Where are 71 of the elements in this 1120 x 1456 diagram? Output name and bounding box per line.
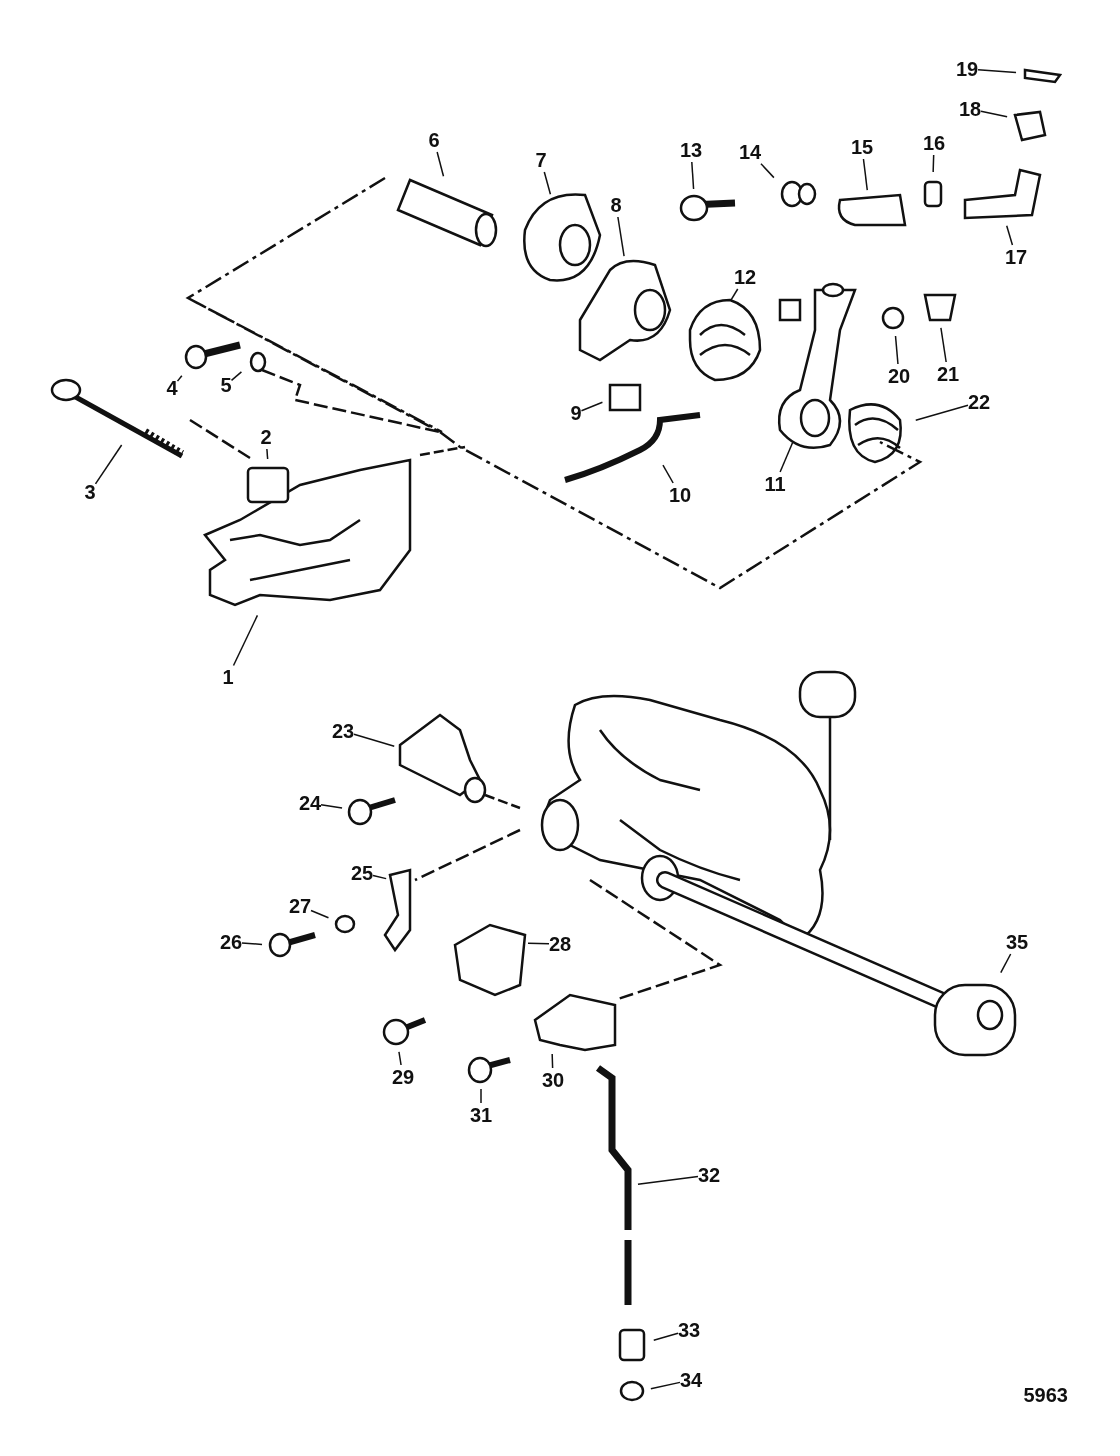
callout-number: 28 — [549, 932, 572, 956]
callout-number: 20 — [888, 364, 911, 388]
callout-number: 7 — [535, 148, 547, 172]
leader-line — [977, 69, 1017, 74]
callout-number: 29 — [392, 1065, 415, 1089]
callout-number: 3 — [84, 480, 96, 504]
leader-line — [932, 154, 935, 173]
callout-number: 19 — [956, 57, 979, 81]
leader-line — [1005, 225, 1014, 246]
callout-number: 14 — [739, 140, 762, 164]
callout-number: 31 — [470, 1103, 493, 1127]
callout-number: 21 — [937, 362, 960, 386]
leader-line — [662, 464, 674, 484]
callout-number: 23 — [332, 719, 355, 743]
leader-line — [94, 444, 123, 485]
leader-line — [862, 158, 868, 191]
callout-number: 1 — [222, 665, 234, 689]
callout-number: 8 — [610, 193, 622, 217]
leader-line — [779, 441, 794, 473]
leader-line — [310, 909, 330, 919]
callout-number: 4 — [166, 376, 178, 400]
callout-number: 9 — [570, 401, 582, 425]
callout-number: 5 — [220, 373, 232, 397]
callout-number: 17 — [1005, 245, 1028, 269]
leader-line — [372, 874, 387, 880]
leader-line — [650, 1381, 681, 1390]
leader-line — [266, 448, 269, 460]
callout-number: 32 — [698, 1163, 721, 1187]
leader-line — [637, 1175, 699, 1185]
leader-line — [480, 1088, 482, 1104]
callout-number: 18 — [959, 97, 982, 121]
callout-number: 30 — [542, 1068, 565, 1092]
callout-number: 26 — [220, 930, 243, 954]
leader-line — [760, 163, 775, 179]
leader-line — [527, 942, 550, 945]
leader-line — [1000, 953, 1012, 974]
callout-number: 11 — [764, 472, 786, 496]
leader-line — [980, 110, 1008, 118]
callout-number: 34 — [680, 1368, 703, 1392]
leader-line — [551, 1053, 554, 1069]
leader-line — [543, 171, 552, 195]
callout-number: 33 — [678, 1318, 701, 1342]
leader-line — [580, 401, 604, 412]
leader-line — [176, 374, 183, 382]
callout-number: 25 — [351, 861, 374, 885]
figure-number: 5963 — [1023, 1383, 1068, 1407]
leader-line — [232, 614, 259, 667]
callout-number: 13 — [680, 138, 703, 162]
leader-line — [398, 1051, 402, 1066]
callout-number: 22 — [968, 390, 991, 414]
callout-number: 35 — [1006, 930, 1029, 954]
callout-number: 16 — [923, 131, 946, 155]
leader-line — [691, 161, 695, 190]
callout-number: 6 — [428, 128, 440, 152]
callout-number: 15 — [851, 135, 874, 159]
leader-line — [241, 942, 263, 946]
leader-line — [653, 1332, 679, 1342]
callout-number: 24 — [299, 791, 322, 815]
leader-line — [436, 151, 445, 177]
leader-line — [940, 327, 947, 363]
leader-line — [915, 404, 969, 422]
leader-line — [230, 371, 243, 382]
callout-number: 2 — [260, 425, 272, 449]
leader-line — [353, 733, 395, 748]
callout-number: 10 — [669, 483, 692, 507]
leader-line — [730, 288, 739, 301]
leader-line — [617, 216, 625, 257]
callout-number: 12 — [734, 265, 757, 289]
callout-number: 27 — [289, 894, 312, 918]
leader-line — [320, 804, 343, 809]
leader-line — [894, 335, 899, 365]
